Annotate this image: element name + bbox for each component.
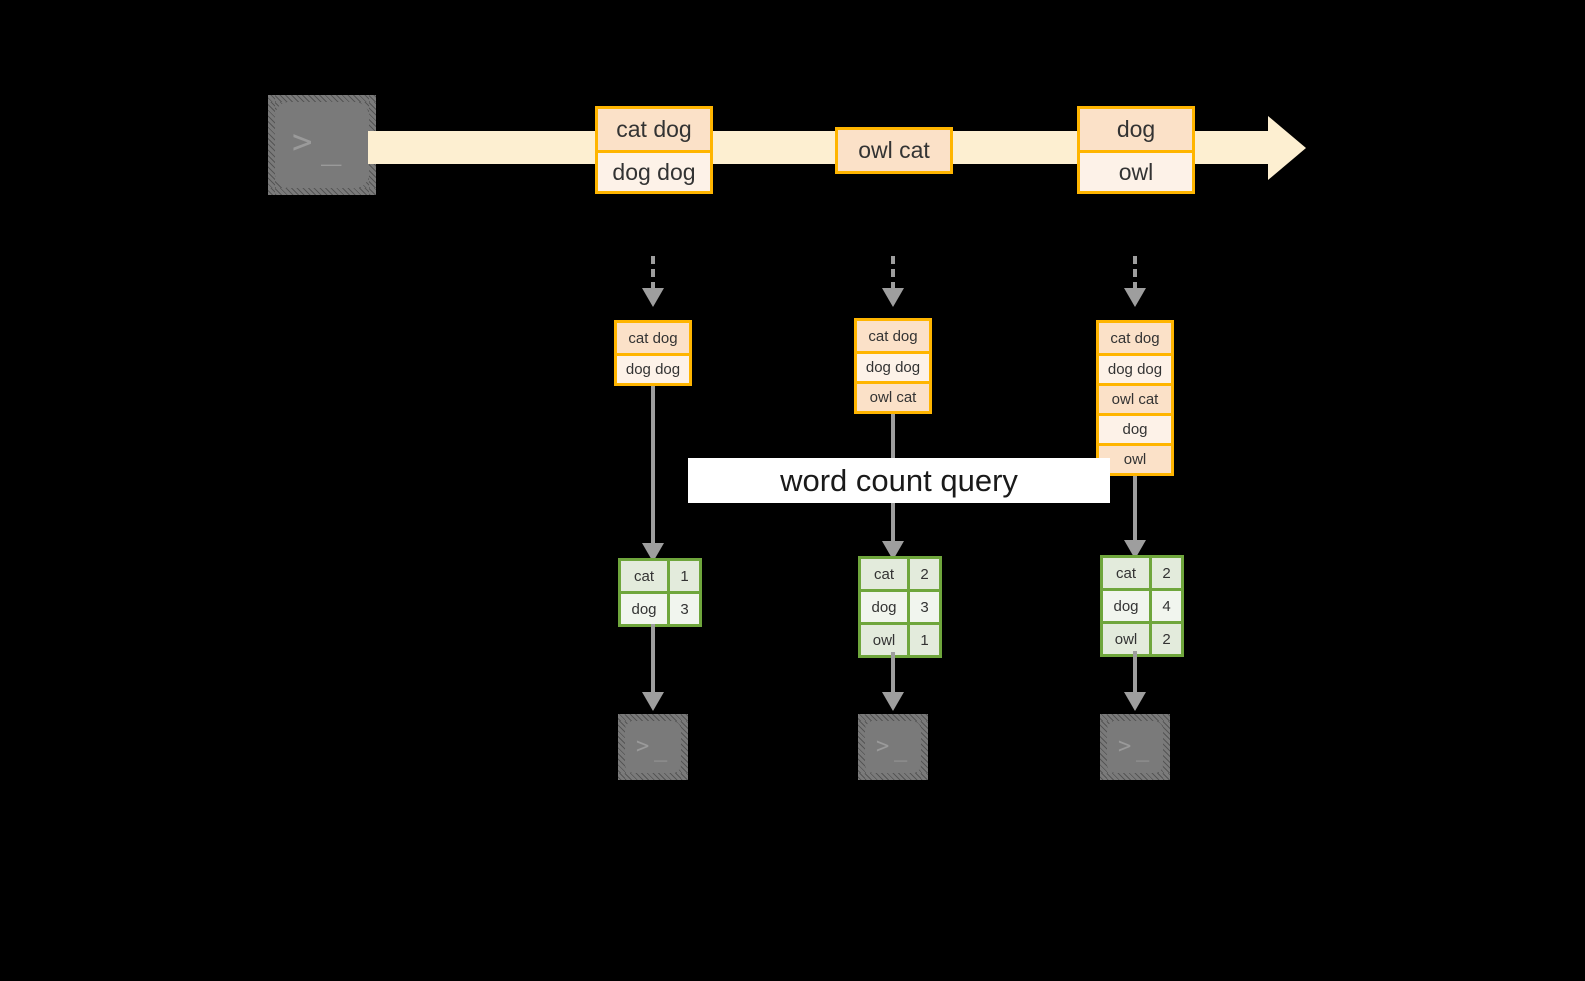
terminal-body: > _ — [1107, 721, 1163, 773]
result-to-sink-arrowhead-2 — [882, 692, 904, 711]
underscore-icon: _ — [894, 737, 908, 762]
input-row: dog dog — [617, 353, 689, 383]
input-to-result-connector-1 — [651, 386, 655, 548]
result-word: owl — [872, 631, 896, 649]
result-to-sink-connector-2 — [891, 652, 895, 696]
underscore-icon: _ — [321, 127, 342, 167]
input-row: dog — [1099, 413, 1171, 443]
result-word: dog — [1113, 597, 1139, 615]
batch-to-input-connector-2 — [891, 256, 895, 290]
input-row: cat dog — [628, 329, 678, 347]
terminal-body: > _ — [625, 721, 681, 773]
sink-terminal-icon-2: > _ — [858, 714, 928, 780]
result-row: dog 3 — [861, 589, 939, 622]
sink-terminal-icon-1: > _ — [618, 714, 688, 780]
record-line: owl — [1080, 150, 1192, 191]
result-row: owl 2 — [1103, 621, 1181, 654]
result-word: cat — [633, 567, 654, 585]
record-line: cat dog — [616, 116, 692, 142]
result-table-2: cat 2 dog 3 owl 1 — [858, 556, 942, 658]
underscore-icon: _ — [654, 737, 668, 762]
input-row: cat dog — [868, 327, 918, 345]
result-count: 1 — [907, 625, 939, 655]
result-row: cat 2 — [861, 559, 939, 589]
batch-to-input-arrowhead-1 — [642, 288, 664, 307]
input-row: owl cat — [1099, 383, 1171, 413]
input-table-1: cat dog dog dog — [614, 320, 692, 386]
result-word: dog — [631, 600, 657, 618]
input-table-2: cat dog dog dog owl cat — [854, 318, 932, 414]
word-count-query-banner: word count query — [688, 458, 1110, 503]
result-to-sink-connector-3 — [1133, 651, 1137, 696]
sink-terminal-icon-3: > _ — [1100, 714, 1170, 780]
result-to-sink-arrowhead-1 — [642, 692, 664, 711]
input-to-result-arrowhead-2 — [882, 541, 904, 560]
record-line: dog — [1116, 116, 1156, 142]
result-word: owl — [1114, 630, 1138, 648]
stream-arrow-head — [1268, 116, 1306, 180]
batch-to-input-connector-3 — [1133, 256, 1137, 290]
result-count: 3 — [907, 592, 939, 622]
result-count: 2 — [907, 559, 939, 589]
input-table-3: cat dog dog dog owl cat dog owl — [1096, 320, 1174, 476]
input-row: owl — [1099, 443, 1171, 473]
result-count: 1 — [667, 561, 699, 591]
input-row: dog dog — [857, 351, 929, 381]
result-count: 2 — [1149, 558, 1181, 588]
result-row: owl 1 — [861, 622, 939, 655]
stream-batch-3: dog owl — [1077, 106, 1195, 194]
chevron-icon: > — [1118, 734, 1132, 759]
batch-to-input-arrowhead-2 — [882, 288, 904, 307]
result-row: dog 4 — [1103, 588, 1181, 621]
stream-batch-1: cat dog dog dog — [595, 106, 713, 194]
result-table-1: cat 1 dog 3 — [618, 558, 702, 627]
input-to-result-arrowhead-3 — [1124, 540, 1146, 559]
chevron-icon: > — [876, 734, 890, 759]
result-count: 2 — [1149, 624, 1181, 654]
chevron-icon: > — [636, 734, 650, 759]
result-count: 3 — [667, 594, 699, 624]
input-row: dog dog — [1099, 353, 1171, 383]
result-table-3: cat 2 dog 4 owl 2 — [1100, 555, 1184, 657]
input-row: owl cat — [857, 381, 929, 411]
input-row: cat dog — [1110, 329, 1160, 347]
input-to-result-connector-3 — [1133, 476, 1137, 544]
result-word: dog — [871, 598, 897, 616]
underscore-icon: _ — [1136, 737, 1150, 762]
chevron-icon: > — [292, 122, 313, 162]
terminal-body: > _ — [865, 721, 921, 773]
result-row: dog 3 — [621, 591, 699, 624]
record-line: dog dog — [598, 150, 710, 191]
result-row: cat 1 — [621, 561, 699, 591]
result-row: cat 2 — [1103, 558, 1181, 588]
result-word: cat — [1115, 564, 1136, 582]
terminal-body: > _ — [275, 102, 369, 188]
result-word: cat — [873, 565, 894, 583]
result-to-sink-arrowhead-3 — [1124, 692, 1146, 711]
result-count: 4 — [1149, 591, 1181, 621]
batch-to-input-arrowhead-3 — [1124, 288, 1146, 307]
result-to-sink-connector-1 — [651, 624, 655, 696]
input-to-result-arrowhead-1 — [642, 543, 664, 562]
source-terminal-icon: > _ — [268, 95, 376, 195]
batch-to-input-connector-1 — [651, 256, 655, 290]
stream-batch-2: owl cat — [835, 127, 953, 174]
record-line: owl cat — [858, 137, 930, 163]
